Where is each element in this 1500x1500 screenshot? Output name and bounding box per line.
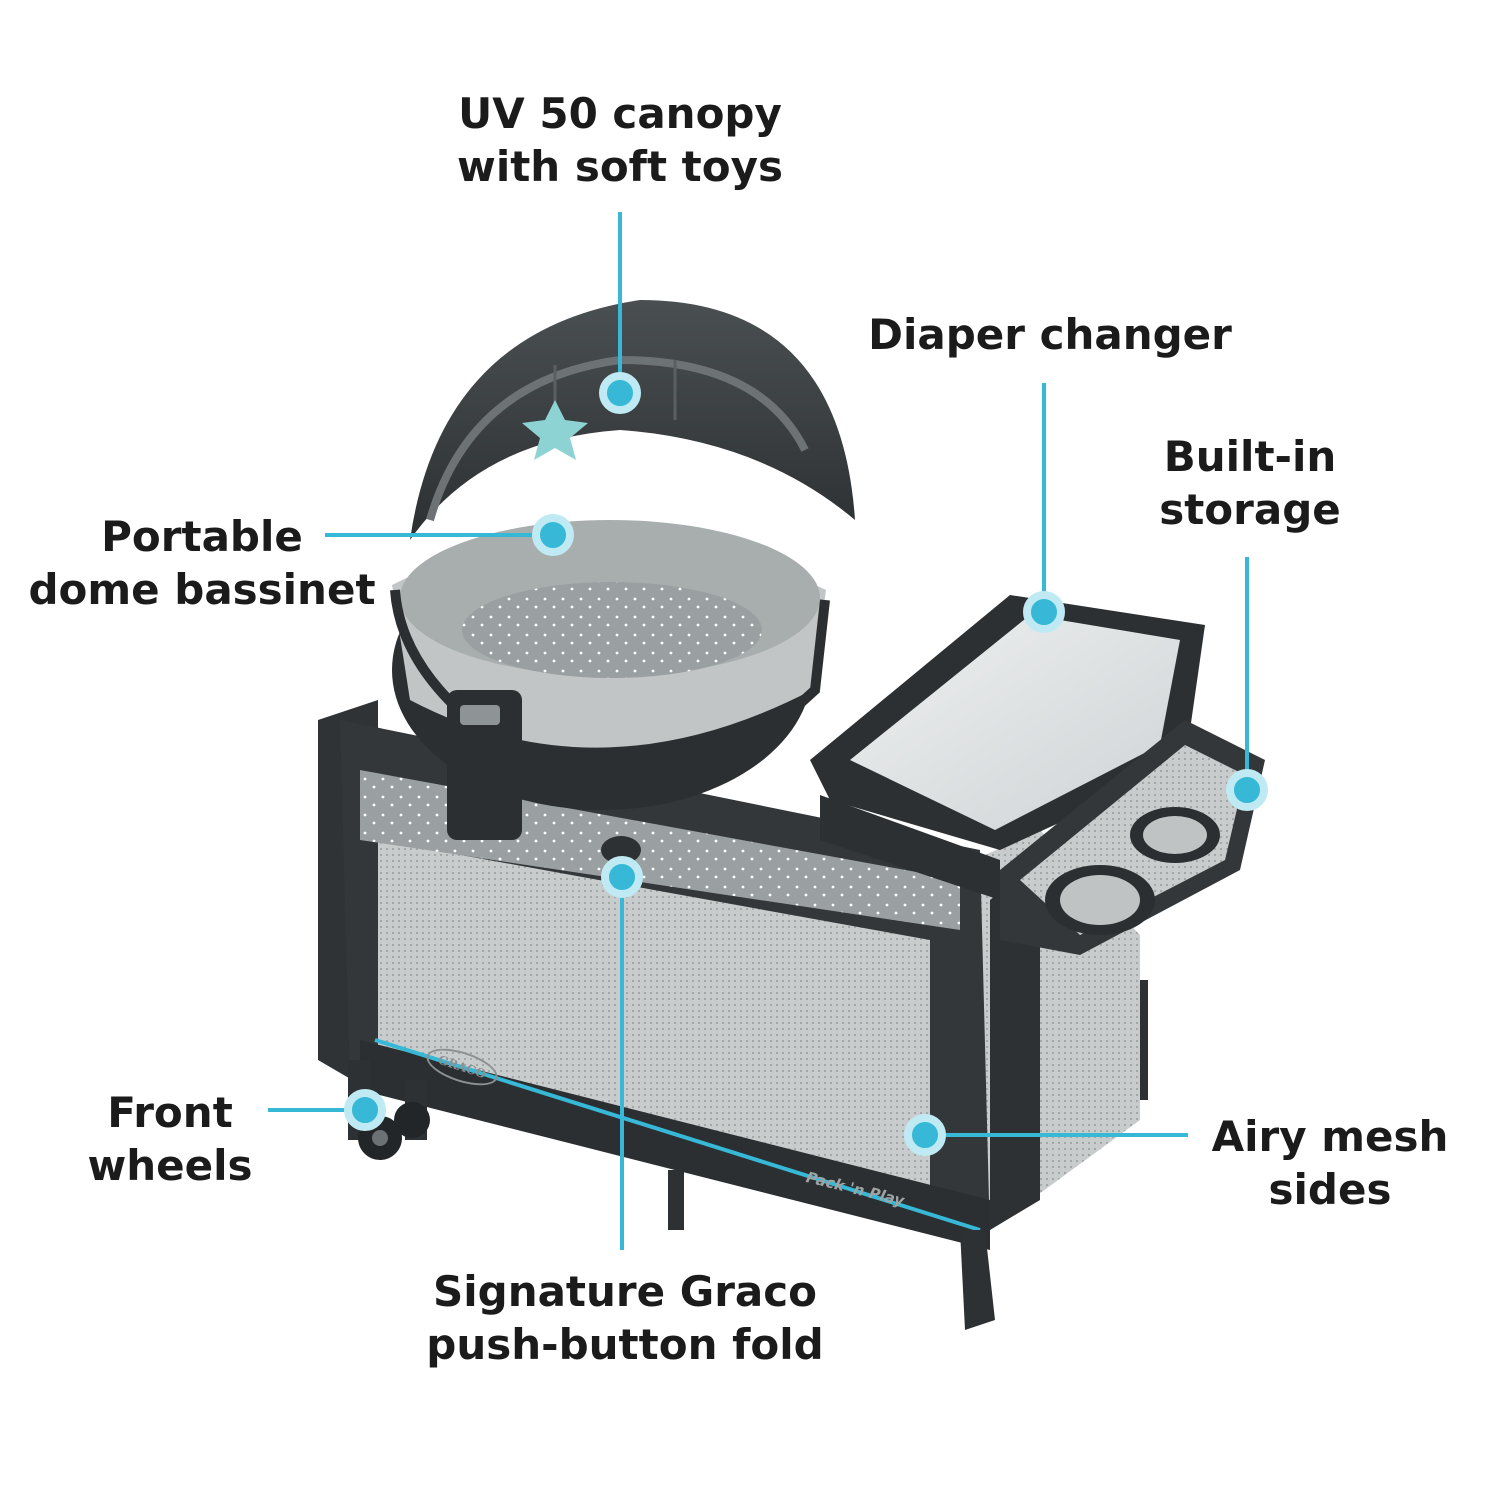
- storage-callout: Built-in storage: [1120, 430, 1380, 536]
- wheels-callout-line-2: wheels: [87, 1141, 253, 1190]
- dome-bassinet: [390, 300, 855, 840]
- storage-callout-line-1: Built-in: [1163, 432, 1337, 481]
- bassinet-callout-line-2: dome bassinet: [28, 565, 376, 614]
- canopy-callout-line-1: UV 50 canopy: [458, 89, 782, 138]
- mesh-marker-dot: [904, 1114, 946, 1156]
- mesh-callout: Airy mesh sides: [1200, 1110, 1460, 1216]
- playard-body: [318, 700, 1140, 1250]
- fold-marker-dot: [601, 856, 643, 898]
- mesh-callout-line-2: sides: [1268, 1165, 1392, 1214]
- storage-callout-line-2: storage: [1159, 485, 1341, 534]
- canopy-marker-dot: [599, 372, 641, 414]
- wheels-callout: Front wheels: [60, 1086, 280, 1192]
- changer-callout-line-1: Diaper changer: [868, 310, 1232, 359]
- fold-callout: Signature Graco push-button fold: [400, 1265, 850, 1371]
- canopy-callout: UV 50 canopy with soft toys: [430, 87, 810, 193]
- bassinet-marker-dot: [532, 514, 574, 556]
- storage-marker-dot: [1226, 769, 1268, 811]
- storage-organizer: [1000, 720, 1265, 955]
- changer-marker-dot: [1023, 591, 1065, 633]
- canopy-callout-line-2: with soft toys: [457, 142, 783, 191]
- fold-callout-line-1: Signature Graco: [432, 1267, 818, 1316]
- fold-callout-line-2: push-button fold: [426, 1320, 824, 1369]
- bassinet-callout: Portable dome bassinet: [22, 510, 382, 616]
- mesh-callout-line-1: Airy mesh: [1211, 1112, 1449, 1161]
- bassinet-callout-line-1: Portable: [101, 512, 303, 561]
- wheels-marker-dot: [344, 1089, 386, 1131]
- changer-callout: Diaper changer: [860, 308, 1240, 361]
- wheels-callout-line-1: Front: [107, 1088, 233, 1137]
